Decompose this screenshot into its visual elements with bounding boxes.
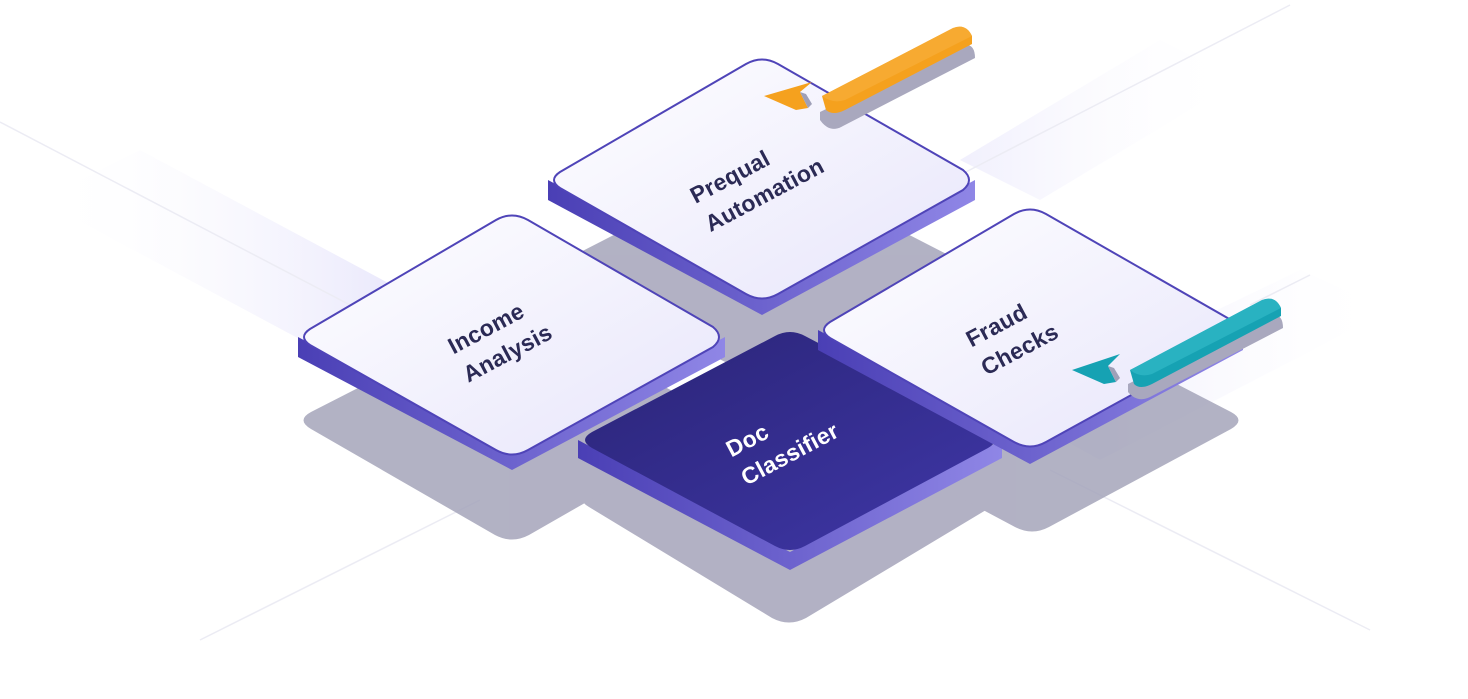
tile-income-analysis: Income Analysis <box>298 214 725 470</box>
teal-cursor-tag <box>1072 298 1283 400</box>
tag-shadow <box>820 44 975 129</box>
teal-tag-top <box>1130 298 1281 376</box>
cursor-arrow-icon <box>1072 354 1120 384</box>
guide-line <box>199 499 481 641</box>
tile-prequal-automation: Prequal Automation <box>548 58 975 315</box>
cursor-arrow-shadow <box>1108 366 1120 382</box>
band-top-right <box>960 40 1240 200</box>
band-left <box>40 150 420 350</box>
tag-shadow <box>1128 314 1283 400</box>
guide-line <box>959 4 1291 176</box>
guide-line <box>1249 274 1311 306</box>
cursor-arrow-shadow <box>800 92 812 108</box>
tile-face <box>303 214 720 456</box>
tile-face <box>553 58 970 300</box>
cursor-arrow-icon <box>764 82 812 110</box>
orange-tag-top <box>822 26 972 102</box>
orange-cursor-tag <box>764 26 975 129</box>
